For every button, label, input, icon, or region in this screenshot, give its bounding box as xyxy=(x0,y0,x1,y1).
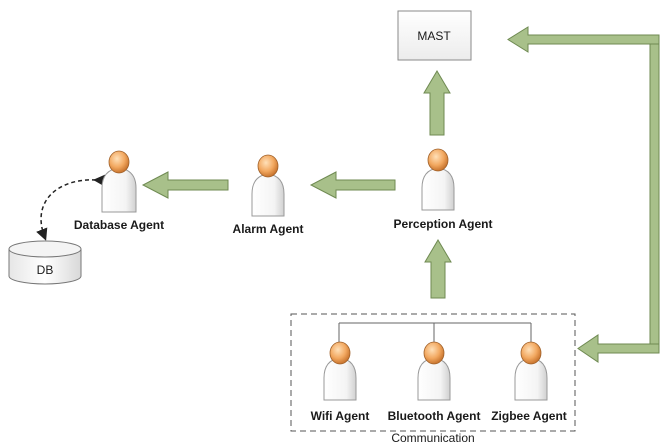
perception-agent-icon xyxy=(421,148,455,211)
wifi-agent-icon xyxy=(323,341,357,401)
zigbee-agent-icon xyxy=(514,341,548,401)
db-label: DB xyxy=(37,263,54,277)
wifi-agent-label: Wifi Agent xyxy=(311,409,370,423)
database-agent-icon xyxy=(101,150,137,213)
communication-label: Communication xyxy=(391,431,474,445)
arrow-feedback-to-communication xyxy=(577,334,660,363)
arrow-communication-to-perception xyxy=(424,239,452,299)
perception-agent-label: Perception Agent xyxy=(394,217,493,231)
arrow-alarm-to-database xyxy=(141,171,229,199)
zigbee-agent-label: Zigbee Agent xyxy=(491,409,567,423)
feedback-vertical-bar xyxy=(649,34,660,352)
bluetooth-agent-icon xyxy=(417,341,451,401)
communication-box xyxy=(290,313,576,432)
mast-box xyxy=(397,10,472,61)
mast-label: MAST xyxy=(417,29,451,43)
db-cylinder-icon xyxy=(8,240,82,285)
alarm-agent-label: Alarm Agent xyxy=(233,222,304,236)
communication-connectors xyxy=(338,322,532,344)
arrow-perception-to-alarm xyxy=(309,171,396,199)
alarm-agent-icon xyxy=(251,154,285,217)
database-agent-label: Database Agent xyxy=(74,218,164,232)
arrow-perception-to-mast xyxy=(423,70,451,136)
arrow-feedback-to-mast xyxy=(507,26,660,53)
bluetooth-agent-label: Bluetooth Agent xyxy=(388,409,481,423)
